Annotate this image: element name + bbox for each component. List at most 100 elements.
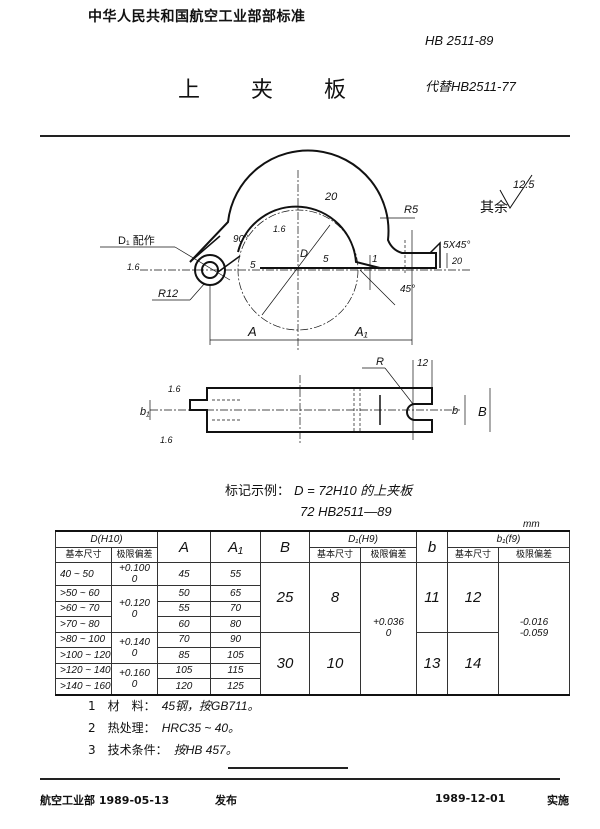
label-other-roughness-value: 12.5 [513,179,535,191]
header-d1-basic: 基本尺寸 [309,546,361,563]
header-deviation: 极限偏差 [111,546,158,563]
note-label: 热处理： [107,721,150,735]
note-label: 材 料： [107,699,150,713]
header-a1: A₁ [210,530,261,563]
document-title: 上 夹 板 [178,78,368,103]
cell-d-deviation: +0.100 0 [111,562,158,586]
notes-end-line [228,767,348,769]
header-d1-deviation: 极限偏差 [360,546,417,563]
replaces-standard: 代替HB2511-77 [425,79,516,94]
header-b1-f9: b₁(f9) [447,530,570,548]
cell-a1: 80 [210,616,261,633]
cell-a1: 65 [210,585,261,602]
label-dim-5b: 5 [323,254,329,265]
label-roughness-inner: 1.6 [273,224,286,234]
cell-a: 105 [157,662,211,679]
label-dim-20: 20 [451,256,462,266]
cell-a1: 125 [210,678,261,695]
header-b: b [416,530,448,563]
label-roughness-bottom: 1.6 [160,435,173,445]
note-text: 按HB 457。 [173,743,238,757]
cell-b: 13 [416,631,448,695]
label-d1-fit: D₁ 配作 [118,234,155,247]
cell-d-deviation: +0.120 0 [111,585,158,633]
label-angle-90: 90° [233,234,248,245]
header-b1-basic: 基本尺寸 [447,546,499,563]
cell-a: 85 [157,647,211,664]
roughness-symbol-icon [499,174,533,209]
label-b: b [452,405,458,417]
header-basic: 基本尺寸 [55,546,112,563]
label-a1: A₁ [354,324,368,339]
cell-d-range: >50 ~ 60 [55,585,112,602]
footer-divider [40,778,560,780]
cell-b: 11 [416,562,448,633]
label-r5: R5 [404,204,419,216]
cell-d-range: >80 ~ 100 [55,631,112,648]
label-dim-1: 1 [372,254,378,265]
label-chamfer: 5X45° [443,240,470,251]
note-number: 3 [88,743,96,757]
cell-a1: 55 [210,562,261,586]
cell-d-range: >60 ~ 70 [55,600,112,617]
header-divider [40,135,570,137]
cell-d-range: >140 ~ 160 [55,678,112,695]
cell-d-deviation: +0.140 0 [111,631,158,664]
issued-label: 发布 [215,794,237,807]
cell-a: 70 [157,631,211,648]
cell-d-range: 40 ~ 50 [55,562,112,586]
cell-d1: 10 [309,631,361,695]
marking-code: 72 HB2511—89 [300,504,392,519]
label-a: A [247,324,257,339]
note-number: 1 [88,699,96,713]
cell-b-big: 25 [260,562,310,633]
marking-example-text: D = 72H10 的上夹板 [294,483,413,498]
marking-example-label: 标记示例： [225,484,291,499]
label-roughness-top: 1.6 [168,384,181,394]
header-d1-h9: D₁(H9) [309,530,417,548]
header-b-big: B [260,530,310,563]
note-3: 3 技术条件： 按HB 457。 [88,741,238,758]
unit-label: mm [523,519,540,530]
cell-b1: 12 [447,562,499,633]
header-d-h10: D(H10) [55,530,158,548]
cell-b1-deviation: -0.016 -0.059 [498,562,570,695]
cell-a: 55 [157,600,211,617]
effective-label: 实施 [547,794,569,807]
note-1: 1 材 料： 45钢，按GB711。 [88,697,260,714]
header-a: A [157,530,211,563]
label-big-b: B [478,404,487,419]
cell-a: 60 [157,616,211,633]
cell-d-range: >100 ~ 120 [55,647,112,664]
cell-a1: 115 [210,662,261,679]
note-number: 2 [88,721,96,735]
marking-example: 标记示例： D = 72H10 的上夹板 [225,480,412,499]
issuing-organization: 中华人民共和国航空工业部部标准 [88,9,306,25]
cell-a: 45 [157,562,211,586]
cell-d-deviation: +0.160 0 [111,662,158,695]
cell-d-range: >70 ~ 80 [55,616,112,633]
cell-a1: 70 [210,600,261,617]
cell-a1: 90 [210,631,261,648]
label-r12: R12 [158,288,178,300]
label-other-roughness: 其余 [480,199,508,215]
label-r: R [376,356,384,368]
standard-code: HB 2511-89 [425,33,494,48]
header-b1-deviation: 极限偏差 [498,546,570,563]
effective-date: 1989-12-01 [435,792,506,805]
issue-date: 航空工业部 1989-05-13 [40,794,170,807]
label-roughness-d1: 1.6 [127,262,140,272]
label-b1: b₁ [140,406,150,418]
note-text: 45钢，按GB711。 [161,699,260,713]
cell-b-big: 30 [260,631,310,695]
label-dim-12: 12 [417,358,429,369]
dimension-table: D(H10) A A₁ B D₁(H9) b b₁(f9) 基本尺寸 极限偏差 … [55,530,570,696]
cell-d-range: >120 ~ 140 [55,662,112,679]
